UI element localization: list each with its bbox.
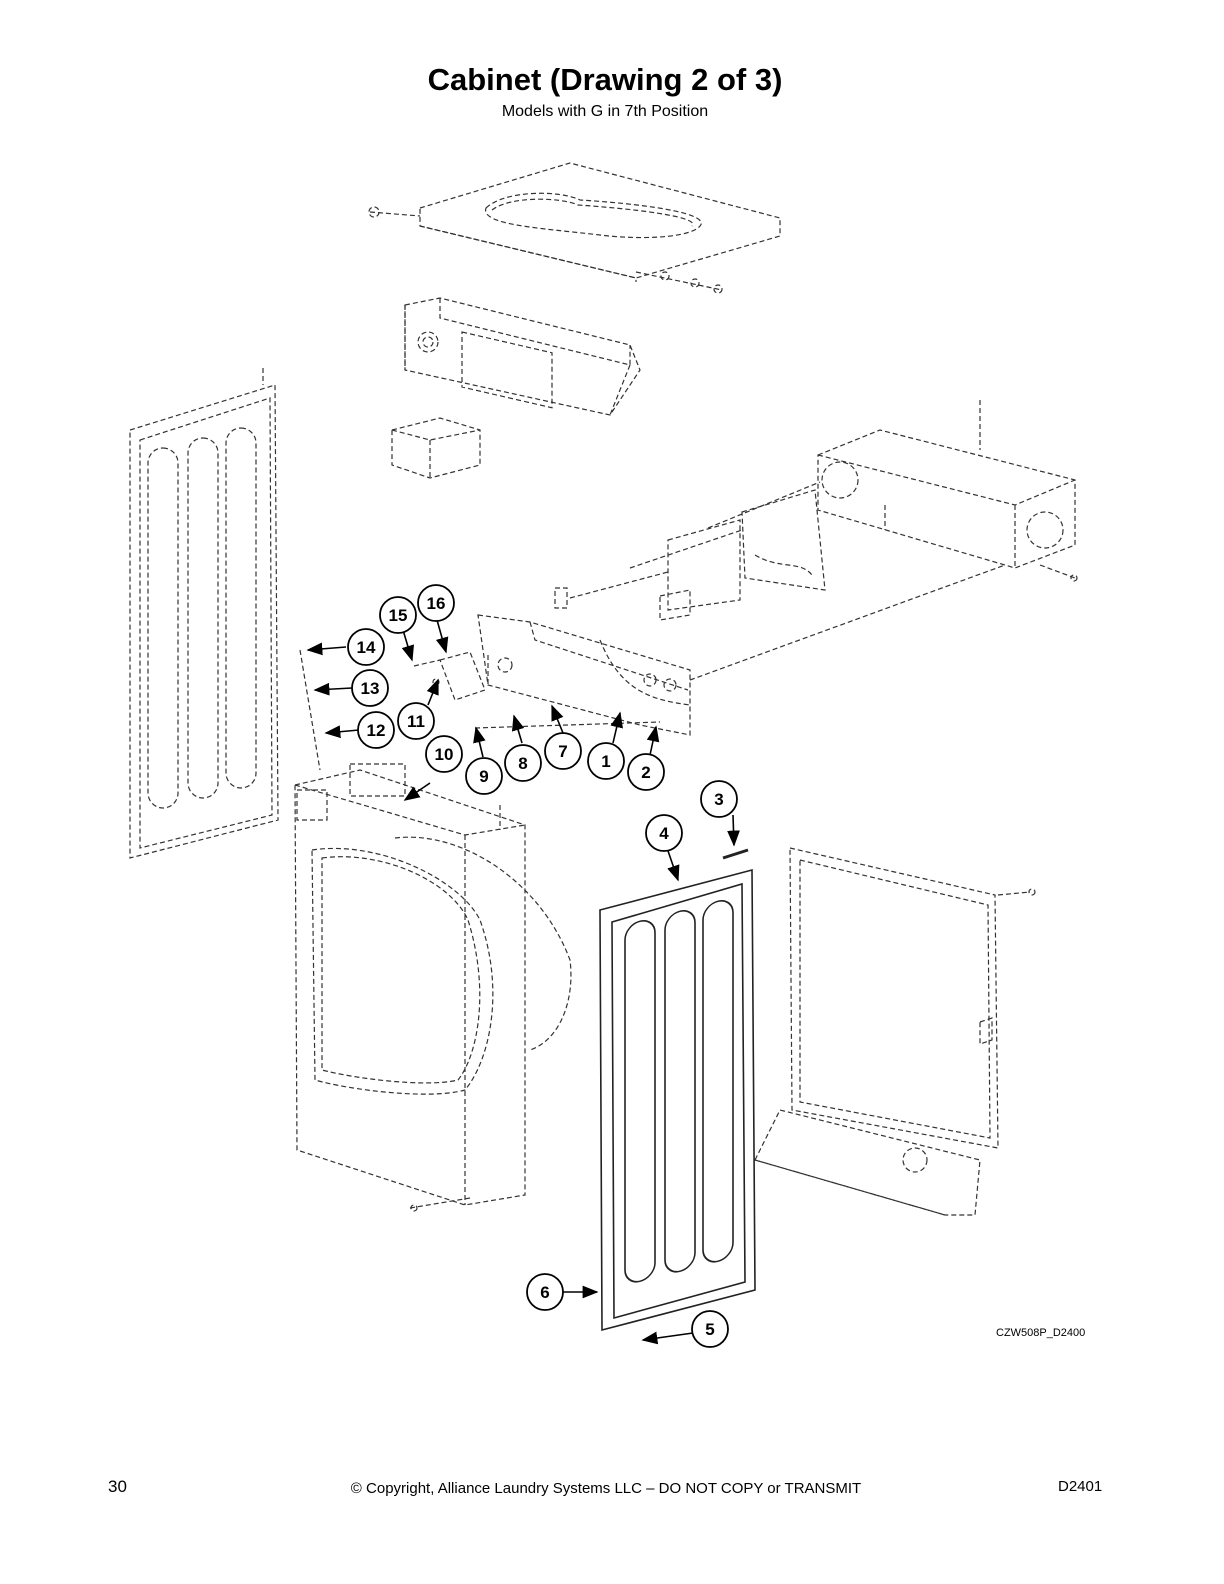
- svg-text:10: 10: [435, 745, 454, 764]
- drawing-code: CZW508P_D2400: [996, 1327, 1086, 1339]
- callout-15: 15: [379, 596, 417, 634]
- rear-frame-part: [817, 400, 1078, 582]
- callout-leaders: [306, 619, 740, 1345]
- callout-11: 11: [397, 702, 435, 740]
- page-number: 30: [108, 1477, 127, 1496]
- svg-text:5: 5: [705, 1320, 714, 1339]
- svg-text:9: 9: [479, 767, 488, 786]
- side-panel-item-4: [599, 848, 756, 1332]
- top-panel-part: [368, 162, 781, 294]
- callout-2: 2: [627, 753, 665, 791]
- control-console-part: [404, 297, 641, 416]
- svg-text:15: 15: [389, 606, 408, 625]
- left-side-panel-part: [129, 368, 279, 859]
- timer-module-part: [391, 417, 481, 479]
- svg-text:11: 11: [407, 712, 425, 731]
- document-id: D2401: [1058, 1478, 1103, 1495]
- callout-16: 16: [417, 584, 455, 622]
- callout-4: 4: [645, 814, 683, 852]
- page-subtitle: Models with G in 7th Position: [501, 103, 709, 120]
- callout-13: 13: [351, 669, 389, 707]
- callout-12: 12: [357, 711, 395, 749]
- svg-text:6: 6: [540, 1283, 549, 1302]
- callout-8: 8: [504, 744, 542, 782]
- callout-10: 10: [425, 735, 463, 773]
- svg-text:16: 16: [427, 594, 446, 613]
- svg-text:8: 8: [518, 754, 527, 773]
- page-title: Cabinet (Drawing 2 of 3): [427, 62, 783, 97]
- svg-text:14: 14: [357, 638, 376, 657]
- electrical-bracket-part: [554, 481, 826, 621]
- callouts: 1 2 3 4 5 6 7 8: [347, 584, 738, 1348]
- console-bracket-part: [474, 564, 1006, 736]
- callout-6: 6: [526, 1273, 564, 1311]
- base-rail-part: [754, 1109, 981, 1216]
- svg-text:2: 2: [641, 763, 650, 782]
- rear-panel-part: [789, 847, 1036, 1149]
- svg-text:1: 1: [601, 752, 610, 771]
- svg-text:3: 3: [714, 790, 723, 809]
- callout-7: 7: [544, 732, 582, 770]
- callout-5: 5: [691, 1310, 729, 1348]
- svg-text:12: 12: [367, 721, 386, 740]
- svg-text:13: 13: [361, 679, 380, 698]
- front-panel-part: [294, 649, 572, 1212]
- svg-text:7: 7: [558, 742, 567, 761]
- callout-1: 1: [587, 742, 625, 780]
- svg-text:4: 4: [659, 824, 669, 843]
- callout-9: 9: [465, 757, 503, 795]
- callout-14: 14: [347, 628, 385, 666]
- door-switch-bracket-part: [413, 651, 486, 701]
- copyright-notice: © Copyright, Alliance Laundry Systems LL…: [350, 1480, 862, 1497]
- callout-3: 3: [700, 780, 738, 818]
